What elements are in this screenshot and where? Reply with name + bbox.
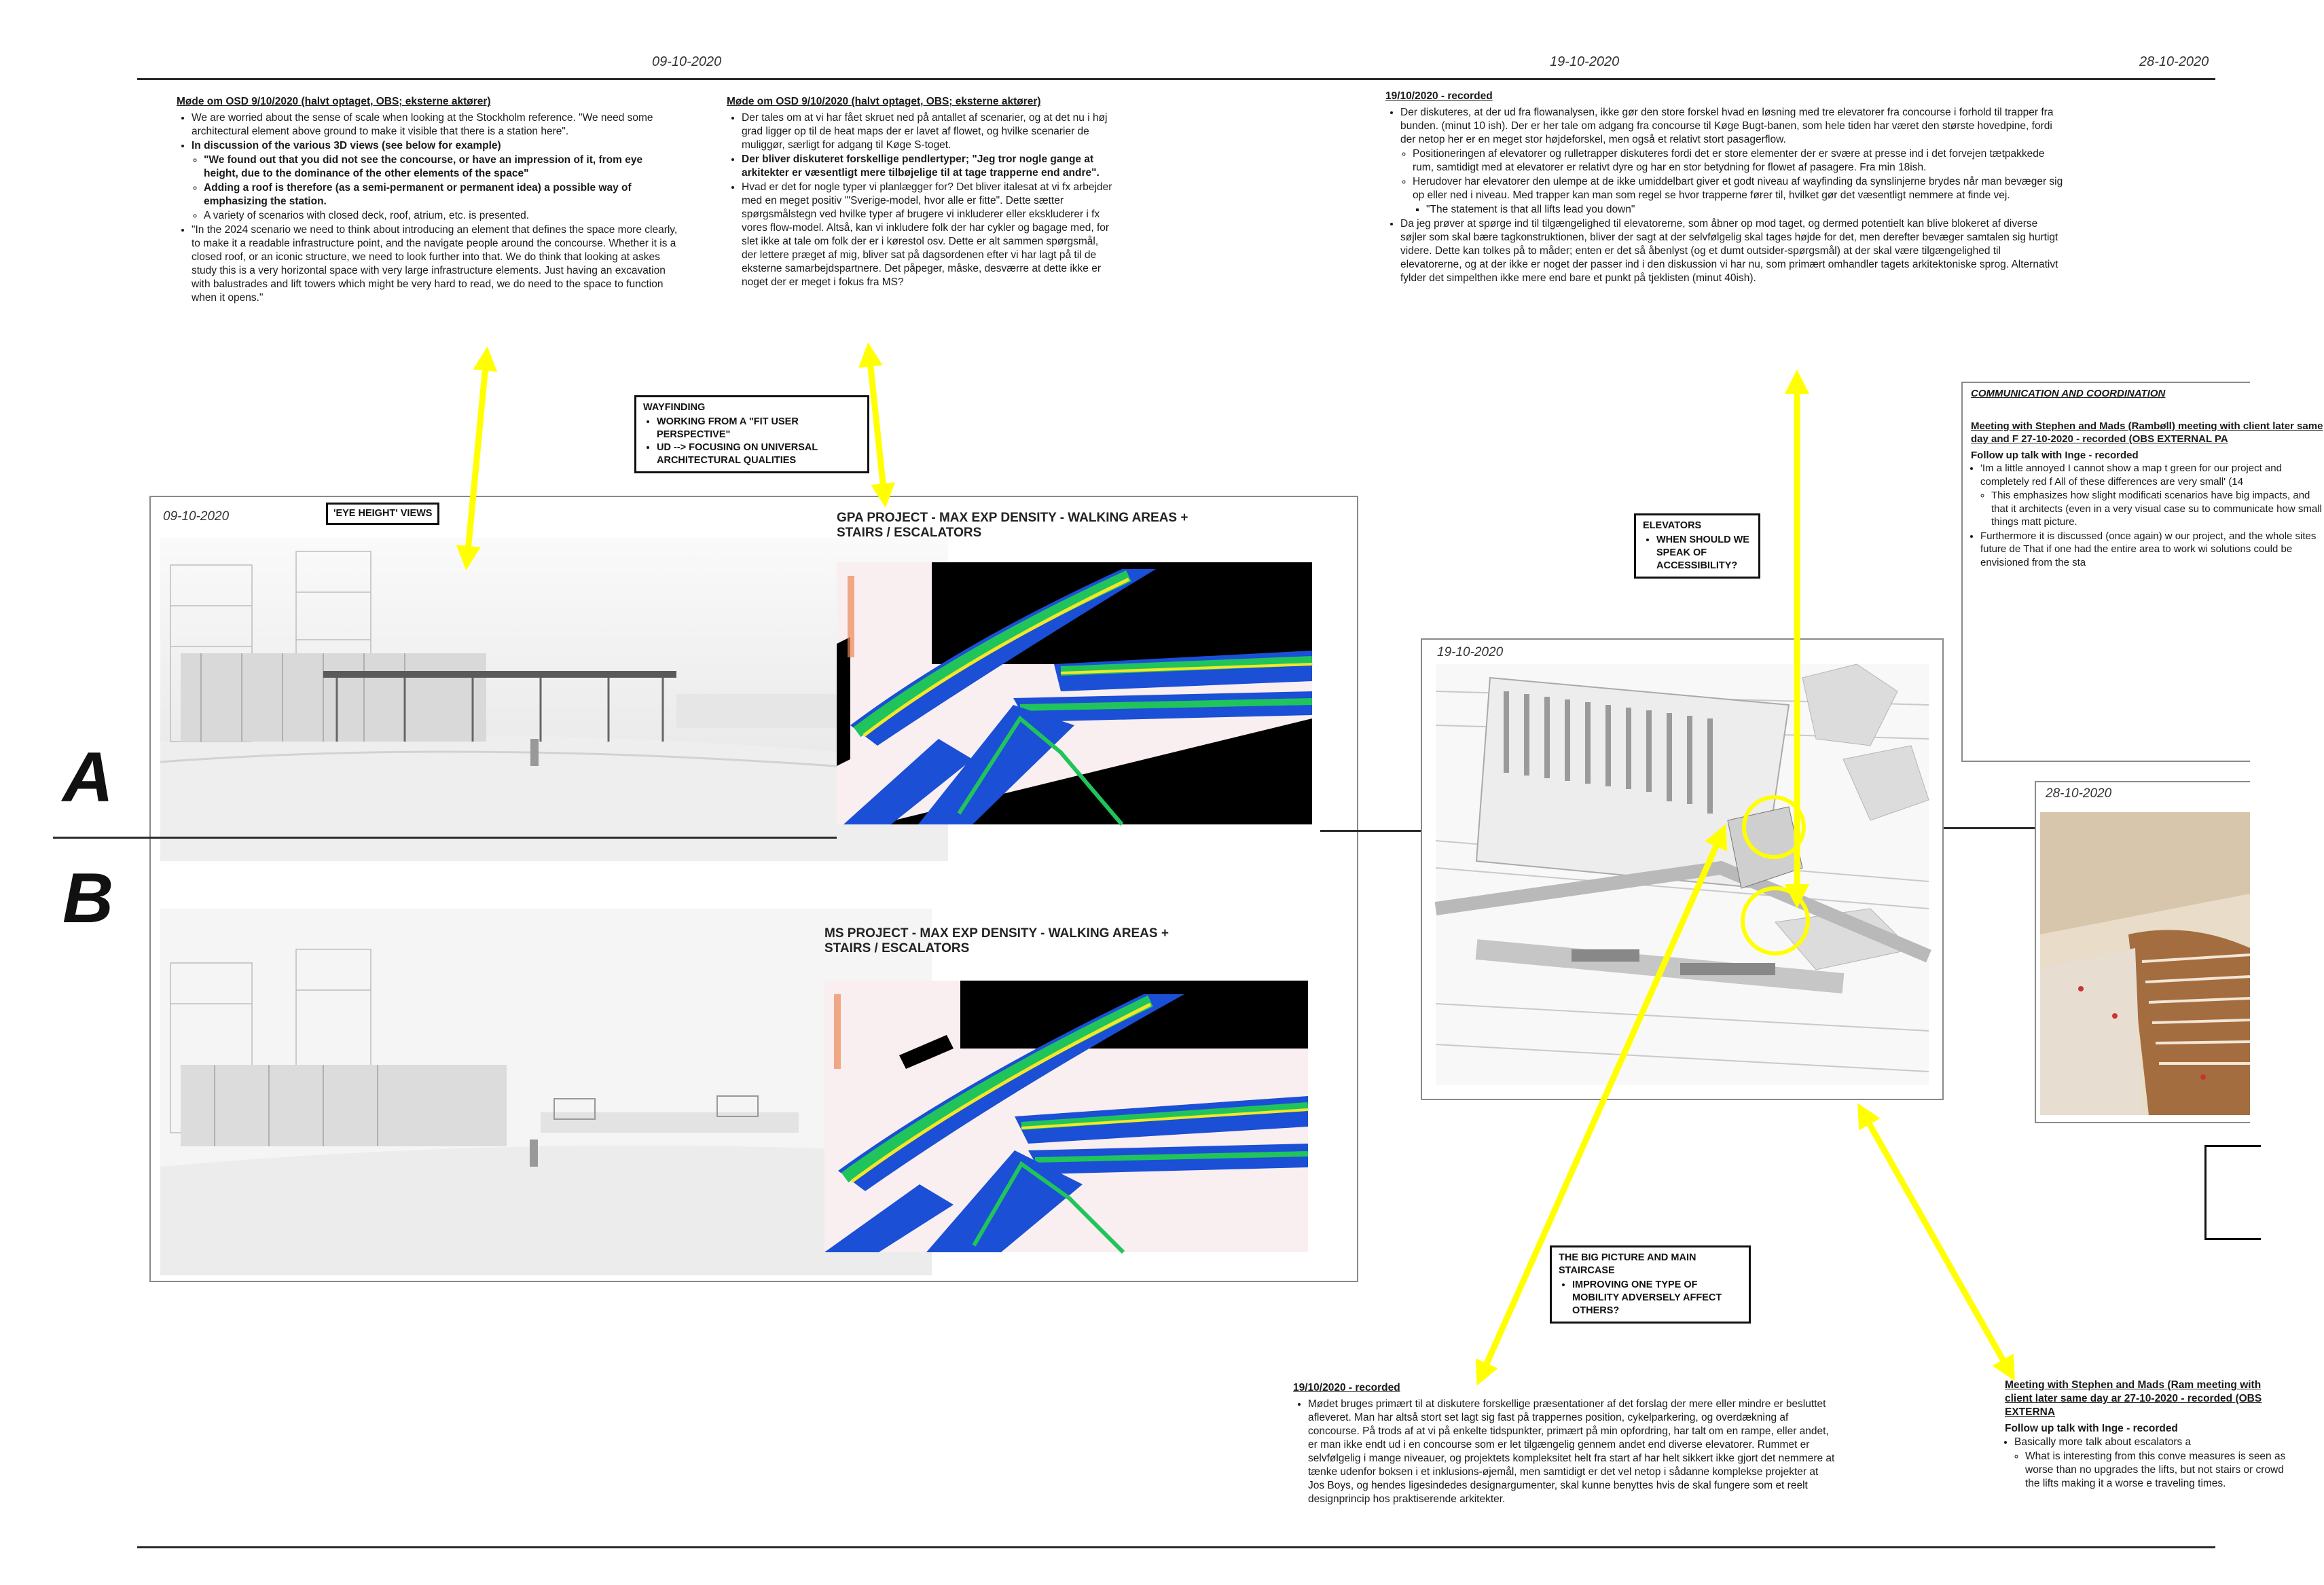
note-bullet: Der diskuteres, at der ud fra flowanalys… [1400, 106, 2065, 147]
note-subbullet: Adding a roof is therefore (as a semi-pe… [204, 181, 679, 208]
panel-date: 09-10-2020 [163, 509, 230, 524]
communication-panel: COMMUNICATION AND COORDINATION Meeting w… [1961, 382, 2323, 762]
note-head: Meeting with Stephen and Mads (Rambøll) … [1971, 420, 2323, 445]
note-bullet: Da jeg prøver at spørge ind til tilgænge… [1400, 217, 2065, 285]
note-bullet: 'Im a little annoyed I cannot show a map… [1980, 462, 2324, 488]
note-bullet: "In the 2024 scenario we need to think a… [192, 223, 679, 305]
note-bullet: Furthermore it is discussed (once again)… [1980, 530, 2324, 570]
ms-heatmap-drawing [824, 981, 1309, 1254]
arrow-overlay [456, 342, 2015, 1386]
communication-title: COMMUNICATION AND COORDINATION [1971, 388, 2166, 399]
scenario-letter-a: A [62, 738, 114, 817]
timeline-top-rule [137, 78, 2215, 80]
scenario-letter-b: B [62, 859, 114, 938]
note-subbullet: This emphasizes how slight modificati sc… [1991, 489, 2324, 529]
ms-diagram-title: MS PROJECT - MAX EXP DENSITY - WALKING A… [824, 926, 1169, 955]
note-head: Møde om OSD 9/10/2020 (halvt optaget, OB… [177, 96, 491, 107]
note-bullet: Der tales om at vi har fået skruet ned p… [742, 111, 1114, 152]
panel-date: 19-10-2020 [1437, 645, 1504, 659]
note-subbullet: What is interesting from this conve meas… [2025, 1450, 2290, 1491]
note-bullet: Der bliver diskuteret forskellige pendle… [742, 153, 1114, 180]
label-item: WHEN SHOULD WE SPEAK OF ACCESSIBILITY? [1656, 534, 1751, 572]
note-19-10-bottom: 19/10/2020 - recorded Mødet bruges primæ… [1293, 1381, 1836, 1507]
note-subbullet: Positioneringen af elevatorer og rulletr… [1413, 147, 2065, 175]
note-follow: Follow up talk with Inge - recorded [1971, 449, 2139, 461]
ms-heatmap [824, 981, 1309, 1254]
scenario-views-panel: 09-10-2020 [149, 496, 1358, 1282]
note-19-10-top: 19/10/2020 - recorded Der diskuteres, at… [1385, 90, 2065, 286]
note-head: Meeting with Stephen and Mads (Ram meeti… [2005, 1379, 2262, 1418]
render-b-drawing [160, 909, 932, 1275]
timeline-date-1: 09-10-2020 [652, 54, 722, 69]
clipped-label-box [2204, 1145, 2261, 1240]
note-head: Møde om OSD 9/10/2020 (halvt optaget, OB… [727, 96, 1041, 107]
gpa-heatmap-drawing [837, 562, 1313, 826]
arrow-eye-height [456, 346, 498, 570]
render-view-a [160, 538, 1002, 861]
timeline-bottom-rule [137, 1546, 2215, 1548]
render-view-b [160, 909, 932, 1275]
note-bullet: Hvad er det for nogle typer vi planlægge… [742, 181, 1114, 289]
note-osd-english: Møde om OSD 9/10/2020 (halvt optaget, OB… [177, 95, 679, 306]
label-item: UD --> FOCUSING ON UNIVERSAL ARCHITECTUR… [657, 441, 860, 467]
note-osd-danish: Møde om OSD 9/10/2020 (halvt optaget, OB… [727, 95, 1114, 290]
note-subbullet: "We found out that you did not see the c… [204, 153, 679, 181]
note-head: 19/10/2020 - recorded [1385, 90, 1493, 102]
arrow-big-picture [1475, 824, 1728, 1386]
note-subbullet: "The statement is that all lifts lead yo… [1426, 203, 2065, 217]
timeline-date-3: 28-10-2020 [2139, 54, 2209, 69]
note-27-10-bottom: Meeting with Stephen and Mads (Ram meeti… [2005, 1379, 2285, 1542]
label-title: WAYFINDING [643, 402, 706, 413]
panel-date: 28-10-2020 [2046, 786, 2112, 801]
wayfinding-label: WAYFINDING WORKING FROM A "FIT USER PERS… [634, 395, 869, 473]
note-bullet: Basically more talk about escalators a [2014, 1436, 2290, 1449]
note-subbullet: A variety of scenarios with closed deck,… [204, 209, 679, 223]
eye-height-label: 'EYE HEIGHT' VIEWS [326, 503, 440, 525]
note-subbullet: Herudover har elevatorer den ulempe at d… [1413, 175, 2065, 202]
model-photo-panel: 28-10-2020 [2035, 781, 2251, 1123]
gpa-diagram-title: GPA PROJECT - MAX EXP DENSITY - WALKING … [837, 511, 1188, 540]
connector-line-right [1927, 827, 2037, 829]
note-follow: Follow up talk with Inge - recorded [2005, 1423, 2178, 1434]
note-head: 19/10/2020 - recorded [1293, 1382, 1400, 1393]
note-bullet: Mødet bruges primært til at diskutere fo… [1308, 1398, 1836, 1506]
label-title: ELEVATORS [1643, 520, 1702, 531]
label-item: WORKING FROM A "FIT USER PERSPECTIVE" [657, 416, 860, 441]
arrow-wayfinding [858, 342, 896, 508]
scenario-divider [53, 837, 837, 839]
communication-note: COMMUNICATION AND COORDINATION Meeting w… [1971, 387, 2324, 570]
timeline-date-2: 19-10-2020 [1550, 54, 1620, 69]
gpa-heatmap [837, 562, 1313, 826]
note-bullet: In discussion of the various 3D views (s… [192, 139, 679, 153]
connector-line-left [1320, 830, 1429, 832]
arrow-bottom-right [1857, 1103, 2015, 1381]
model-photo-drawing [2040, 812, 2251, 1115]
elevators-label: ELEVATORS WHEN SHOULD WE SPEAK OF ACCESS… [1634, 513, 1760, 579]
model-photo [2040, 812, 2251, 1115]
note-bullet: We are worried about the sense of scale … [192, 111, 679, 139]
